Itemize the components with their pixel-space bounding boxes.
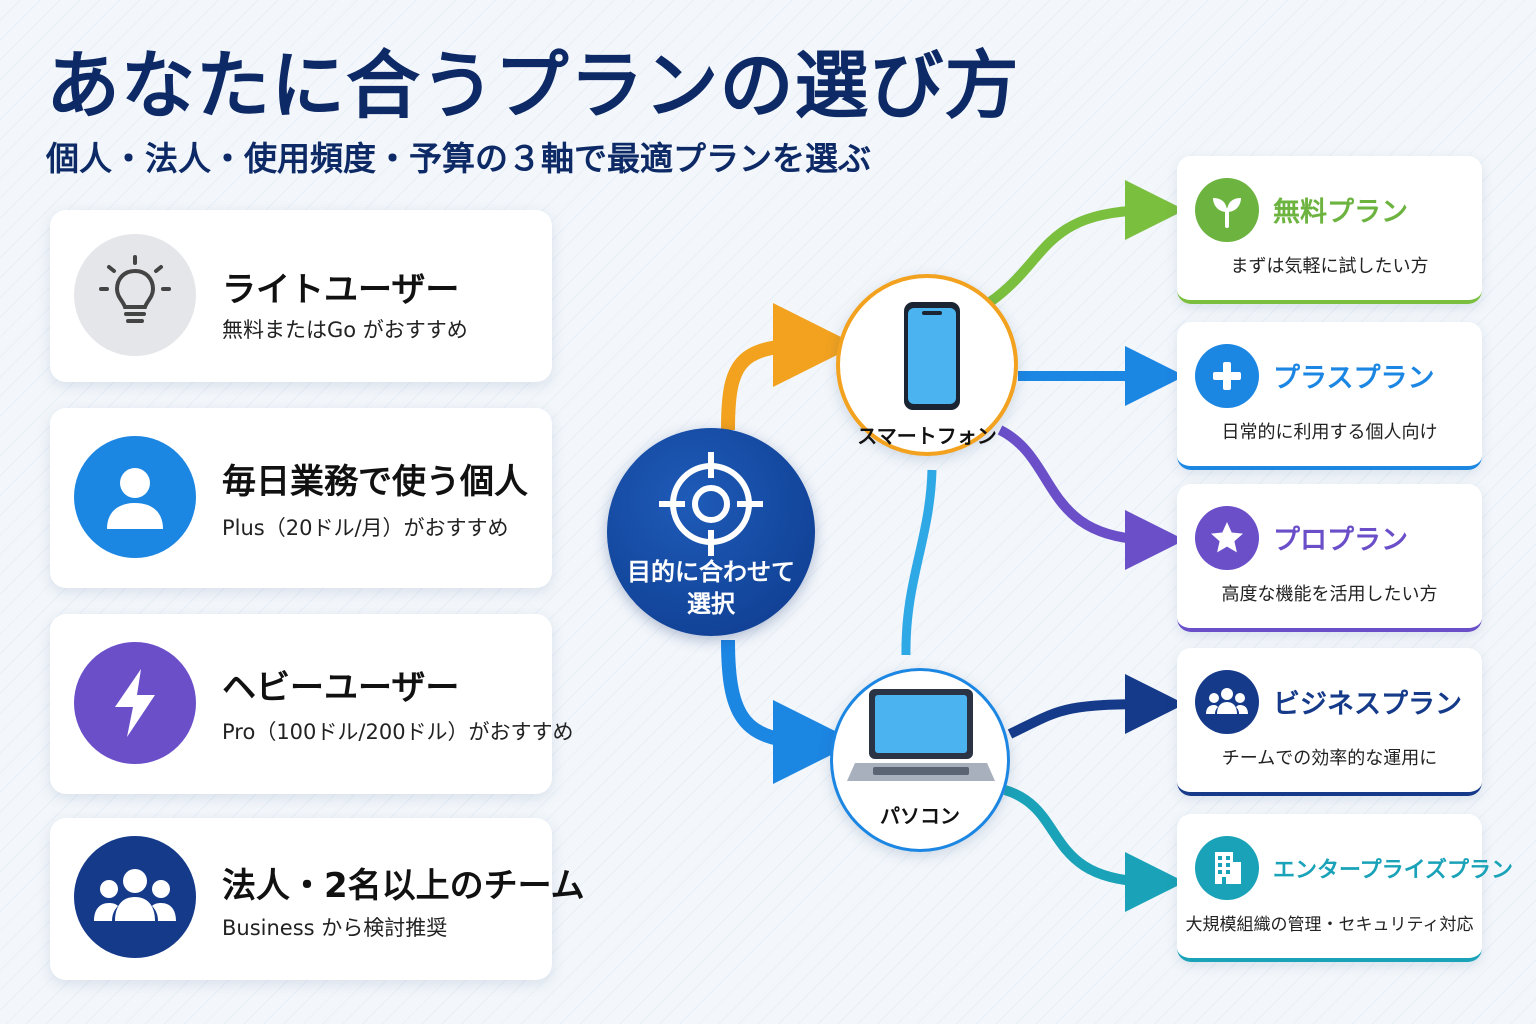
plan-card-pro: プロプラン 高度な機能を活用したい方	[1177, 484, 1482, 632]
plan-name: プロプラン	[1273, 525, 1408, 556]
arrow-hub-to-smartphone	[721, 303, 857, 431]
group-icon	[74, 836, 196, 958]
page-title: あなたに合うプランの選び方	[46, 43, 1020, 129]
lightning-icon	[74, 642, 196, 764]
user-card-title: 毎日業務で使う個人	[222, 462, 528, 502]
user-card-title: 法人・2名以上のチーム	[222, 866, 585, 906]
user-card-daily: 毎日業務で使う個人 Plus（20ドル/月）がおすすめ	[50, 408, 552, 588]
plan-card-enterprise: エンタープライズプラン 大規模組織の管理・セキュリティ対応	[1177, 814, 1513, 962]
plan-desc: 大規模組織の管理・セキュリティ対応	[1185, 915, 1474, 935]
arrow-to-enterprise-plan	[1003, 785, 1185, 912]
star-icon	[1195, 506, 1259, 570]
hub-label-line1: 目的に合わせて	[627, 558, 795, 586]
arrow-to-business-plan	[1007, 674, 1185, 739]
plan-desc: 高度な機能を活用したい方	[1221, 584, 1438, 605]
user-card-desc: Business から検討推奨	[222, 916, 448, 940]
plan-name: プラスプラン	[1273, 363, 1435, 394]
arrow-to-free-plan	[987, 180, 1185, 307]
plan-name: エンタープライズプラン	[1273, 858, 1514, 883]
user-card-desc: 無料またはGo がおすすめ	[222, 318, 468, 342]
link-smartphone-laptop	[901, 469, 937, 656]
user-card-desc: Plus（20ドル/月）がおすすめ	[222, 516, 509, 540]
smartphone-icon	[904, 302, 960, 410]
user-card-title: ヘビーユーザー	[222, 668, 460, 708]
lightbulb-icon	[74, 234, 196, 356]
arrow-hub-to-laptop	[721, 639, 857, 784]
user-card-heavy: ヘビーユーザー Pro（100ドル/200ドル）がおすすめ	[50, 614, 574, 794]
group-icon	[1195, 670, 1259, 734]
page-subtitle: 個人・法人・使用頻度・予算の３軸で最適プランを選ぶ	[46, 139, 871, 178]
plus-icon	[1195, 344, 1259, 408]
plan-card-business: ビジネスプラン チームでの効率的な運用に	[1177, 648, 1482, 796]
arrow-to-pro-plan	[997, 425, 1185, 570]
user-card-title: ライトユーザー	[222, 270, 460, 310]
smartphone-node	[836, 274, 1018, 456]
hub-circle	[607, 428, 815, 636]
laptop-icon	[847, 689, 995, 781]
plan-desc: 日常的に利用する個人向け	[1221, 422, 1438, 443]
plan-desc: チームでの効率的な運用に	[1221, 748, 1438, 769]
smartphone-label: スマートフォン	[857, 424, 997, 448]
plan-card-free: 無料プラン まずは気軽に試したい方	[1177, 156, 1482, 304]
building-icon	[1195, 836, 1259, 900]
sprout-icon	[1195, 178, 1259, 242]
laptop-label: パソコン	[880, 804, 960, 828]
plan-name: 無料プラン	[1273, 197, 1408, 228]
user-card-light: ライトユーザー 無料またはGo がおすすめ	[50, 210, 552, 382]
plan-name: ビジネスプラン	[1273, 689, 1462, 720]
target-icon	[659, 452, 763, 556]
user-card-desc: Pro（100ドル/200ドル）がおすすめ	[222, 720, 574, 744]
hub-label: 目的に合わせて 選択	[607, 556, 815, 620]
plan-desc: まずは気軽に試したい方	[1230, 256, 1429, 277]
plan-card-plus: プラスプラン 日常的に利用する個人向け	[1177, 322, 1482, 470]
hub-label-line2: 選択	[687, 590, 735, 618]
person-icon	[74, 436, 196, 558]
laptop-node	[830, 668, 1010, 852]
user-card-team: 法人・2名以上のチーム Business から検討推奨	[50, 818, 585, 980]
